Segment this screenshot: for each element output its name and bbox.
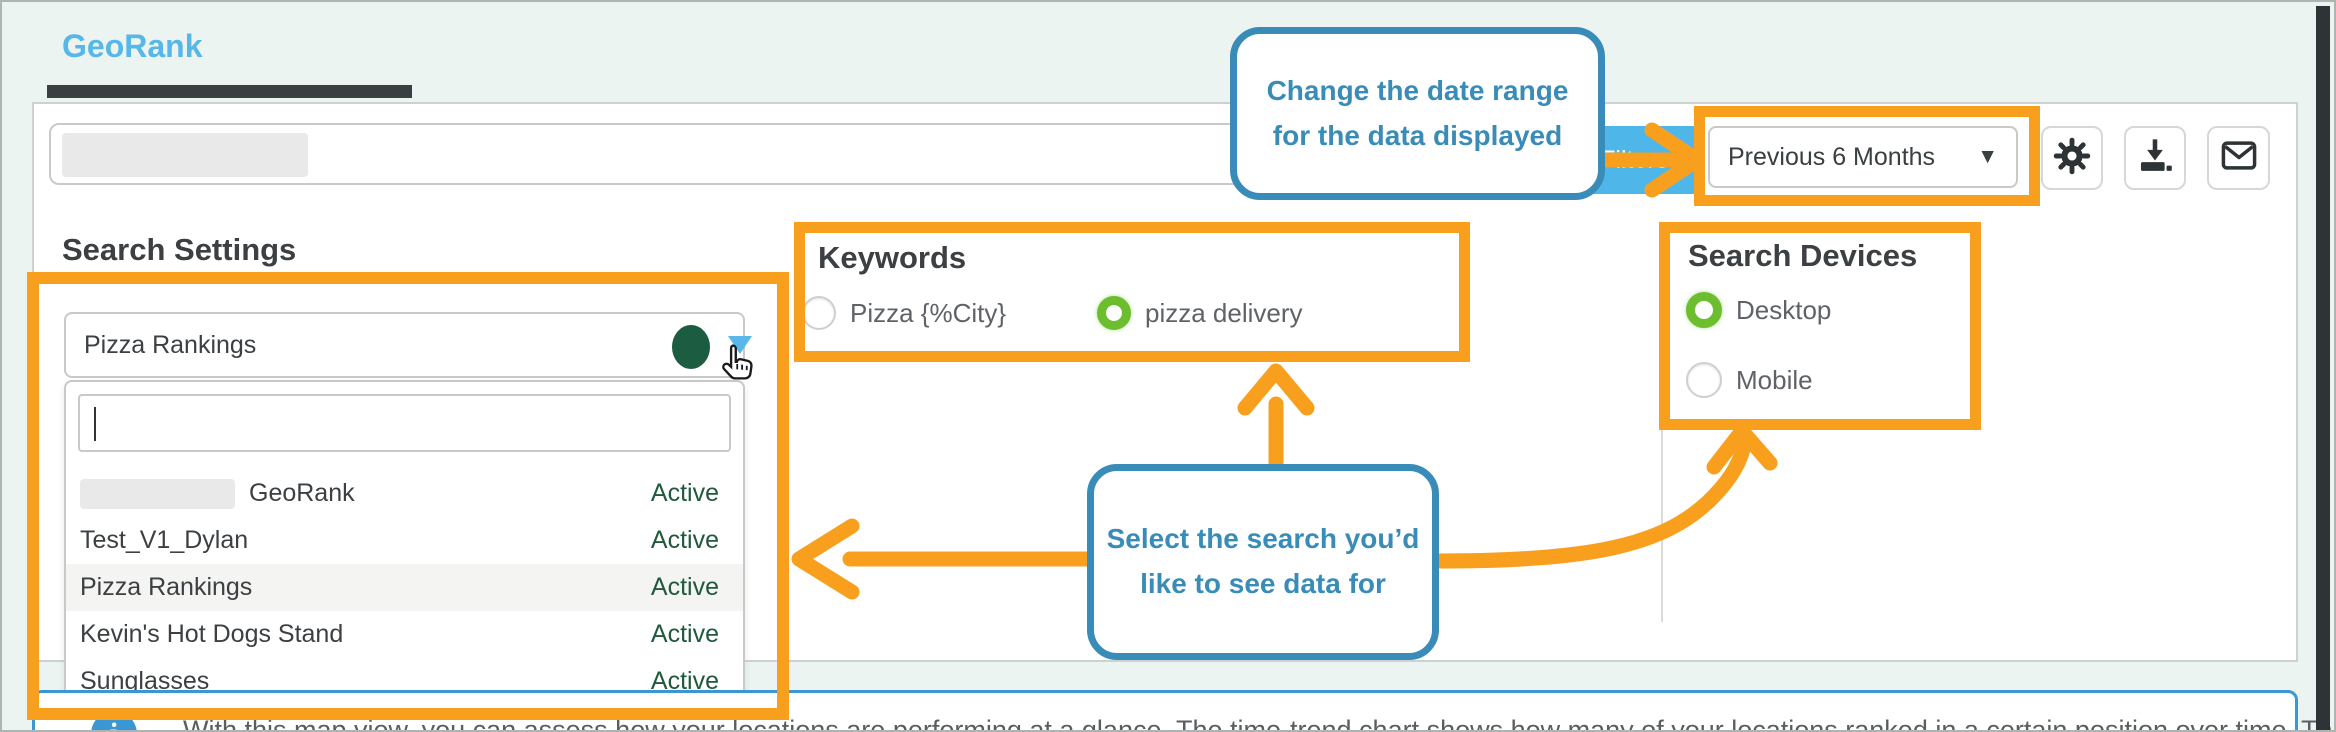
list-item[interactable]: GeoRank Active (66, 470, 743, 517)
callout-text: for the data displayed (1272, 119, 1563, 151)
option-name: Test_V1_Dylan (80, 526, 249, 554)
download-button[interactable] (2124, 126, 2186, 190)
option-name: GeoRank (249, 479, 355, 507)
scrollbar[interactable] (2316, 6, 2330, 730)
info-text: With this map view, you can assess how y… (183, 715, 2336, 732)
download-icon (2134, 135, 2176, 182)
section-divider (1661, 232, 1663, 622)
callout-date-range: Change the date range for the data displ… (1230, 27, 1605, 200)
radio-selected-icon[interactable] (1686, 292, 1722, 328)
settings-button[interactable] (2041, 126, 2103, 190)
gear-icon (2051, 135, 2093, 182)
keywords-heading: Keywords (818, 240, 967, 275)
device-option[interactable]: Mobile (1686, 362, 1813, 398)
radio-unselected-icon[interactable] (1686, 362, 1722, 398)
email-button[interactable] (2207, 126, 2270, 190)
redacted-location-text (62, 133, 308, 177)
date-range-value: Previous 6 Months (1728, 142, 1936, 171)
info-bar: i With this map view, you can assess how… (32, 690, 2334, 730)
status-badge: Active (650, 479, 719, 507)
callout-search-select: Select the search you’d like to see data… (1087, 464, 1439, 660)
search-devices-heading: Search Devices (1688, 238, 1918, 273)
status-badge: Active (650, 573, 719, 601)
text-cursor (94, 407, 96, 441)
tab-active-underline (47, 85, 412, 98)
list-item-selected[interactable]: Pizza Rankings Active (66, 564, 743, 611)
device-label: Desktop (1736, 294, 1832, 325)
dropdown-filter-input[interactable] (78, 394, 731, 452)
info-icon: i (91, 711, 137, 730)
device-label: Mobile (1736, 364, 1813, 395)
search-settings-dropdown-panel: GeoRank Active Test_V1_Dylan Active Pizz… (64, 380, 745, 710)
radio-unselected-icon[interactable] (802, 296, 836, 330)
list-item[interactable]: Test_V1_Dylan Active (66, 517, 743, 564)
chevron-down-icon[interactable] (728, 336, 752, 354)
redacted-name-prefix (80, 478, 235, 509)
envelope-icon (2217, 134, 2261, 183)
callout-text: Select the search you’d (1106, 523, 1420, 555)
option-name: Kevin's Hot Dogs Stand (80, 620, 344, 648)
keyword-option[interactable]: pizza delivery (1097, 296, 1303, 330)
search-settings-heading: Search Settings (62, 232, 297, 267)
radio-selected-icon[interactable] (1097, 296, 1131, 330)
date-range-dropdown[interactable]: Previous 6 Months ▼ (1708, 126, 2018, 188)
keyword-label: pizza delivery (1145, 297, 1303, 328)
status-badge: Active (650, 526, 719, 554)
option-name: Pizza Rankings (80, 573, 253, 601)
list-item[interactable]: Kevin's Hot Dogs Stand Active (66, 611, 743, 658)
callout-text: like to see data for (1140, 568, 1386, 599)
tab-georank[interactable]: GeoRank (62, 28, 203, 64)
keyword-label: Pizza {%City} (850, 297, 1007, 328)
device-option[interactable]: Desktop (1686, 292, 1831, 328)
callout-text: Change the date range (1266, 74, 1569, 106)
status-dot-icon (672, 325, 710, 369)
keyword-option[interactable]: Pizza {%City} (802, 296, 1006, 330)
search-settings-dropdown-value: Pizza Rankings (84, 330, 257, 359)
search-settings-dropdown[interactable]: Pizza Rankings (64, 312, 752, 378)
status-badge: Active (650, 620, 719, 648)
chevron-down-icon: ▼ (1977, 145, 1998, 168)
